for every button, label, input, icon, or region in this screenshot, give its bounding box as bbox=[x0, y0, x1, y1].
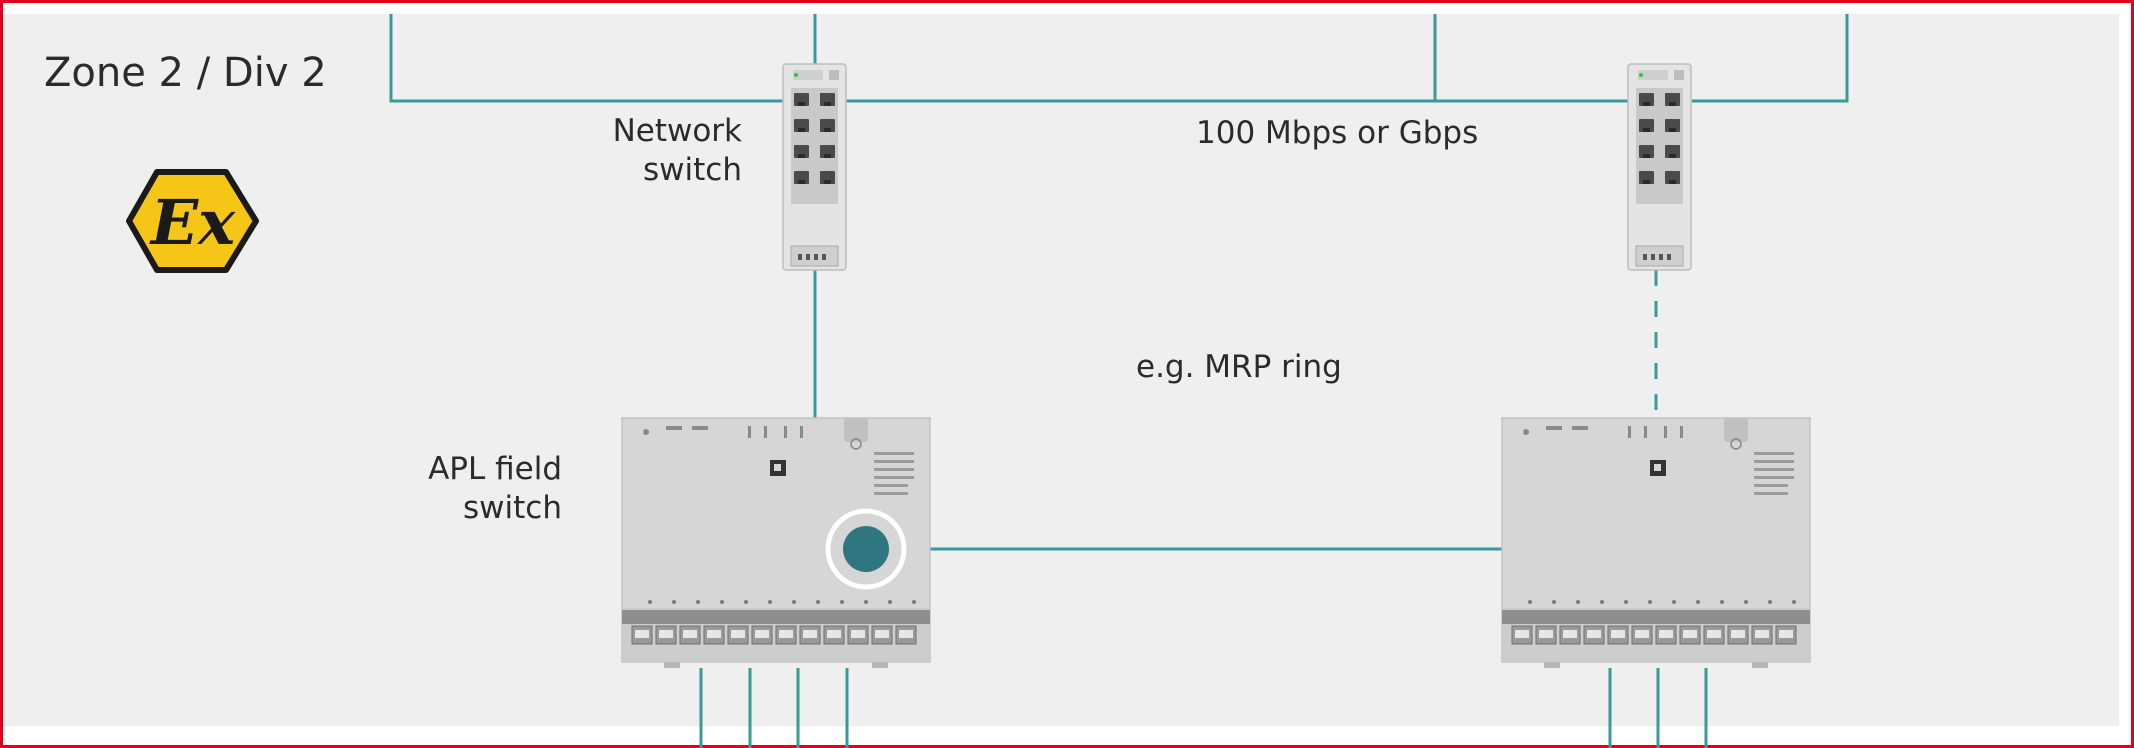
apl-field-switch-label: APL field switch bbox=[360, 450, 562, 528]
apl-field-switch-right bbox=[1501, 417, 1811, 668]
network-switch-label: Network switch bbox=[520, 112, 742, 190]
apl-field-switch-label-line-2: switch bbox=[463, 489, 562, 526]
network-switch-label-line-1: Network bbox=[612, 113, 742, 149]
connection-lines bbox=[389, 14, 1849, 748]
speed-label: 100 Mbps or Gbps bbox=[1196, 115, 1479, 151]
ring-label: e.g. MRP ring bbox=[1136, 349, 1342, 385]
uplink-right bbox=[1692, 14, 1849, 103]
uplink-left bbox=[389, 14, 783, 103]
network-switch-label-line-2: switch bbox=[643, 151, 742, 188]
highlight-marker[interactable] bbox=[825, 508, 907, 590]
svg-text:Ex: Ex bbox=[149, 186, 236, 259]
apl-field-switch-label-line-1: APL field bbox=[428, 451, 562, 487]
network-switch-right bbox=[1627, 63, 1692, 271]
network-switch-left bbox=[782, 63, 847, 271]
ex-hazard-icon: Ex bbox=[126, 169, 259, 273]
zone-title: Zone 2 / Div 2 bbox=[44, 50, 327, 96]
